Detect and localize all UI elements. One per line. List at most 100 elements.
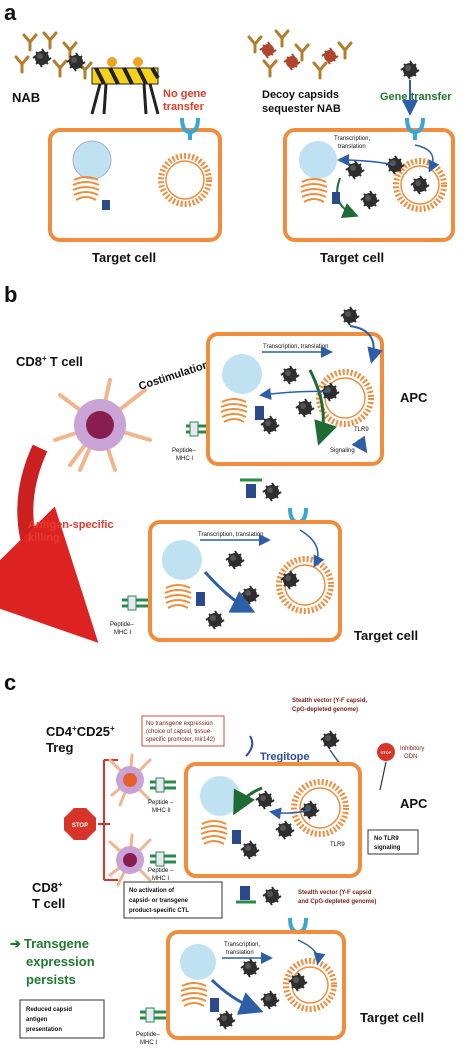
stealth-bottom-1: Stealth vector (Y-F capsid <box>298 890 372 896</box>
panel-c-letter: c <box>4 670 16 695</box>
panel-c: c CD4+CD25+ Treg No transgene expression… <box>4 670 428 1046</box>
mhc2-complex <box>150 777 176 793</box>
reduced-2: antigen <box>26 1017 48 1023</box>
peptide-mhc-target-b-2: MHC I <box>114 630 131 636</box>
apc-label: APC <box>400 390 428 405</box>
treg-cell-icon <box>108 753 152 807</box>
persists-line1: ➔Transgene <box>10 936 89 951</box>
endosome-right <box>393 158 447 212</box>
peptide-mhc2-2: MHC II <box>152 808 171 814</box>
killing-label-1: Antigen-specific <box>28 519 114 531</box>
peptide-mhc1-c-2: MHC I <box>152 876 169 882</box>
transfer-complex-c <box>236 886 282 906</box>
no-gene-transfer-line2: transfer <box>163 101 205 113</box>
nucleus-right <box>299 141 337 179</box>
tlr9-label-b: TLR9 <box>354 427 369 433</box>
peptide-mhc-apc-1: Peptide– <box>172 448 196 454</box>
peptide-mhc-target-c-2: MHC I <box>140 1040 157 1046</box>
treg-label-line2: Treg <box>46 740 74 755</box>
stealth-top-2: CpG-depleted genome) <box>292 707 358 713</box>
inhibitory-1: Inhibitory <box>400 746 424 752</box>
persists-line2: expression <box>26 954 95 969</box>
decoy-line2: sequester NAB <box>262 103 341 115</box>
target-cell-b-label: Target cell <box>354 628 418 643</box>
apc-nucleus-c <box>200 776 240 816</box>
peptide-mhc2-1: Peptide – <box>148 800 174 806</box>
no-activation-2: capsid- or transgene <box>129 898 189 904</box>
reduced-antigen-box <box>19 999 105 1039</box>
peptide-mhc-target-b-1: Peptide– <box>110 622 134 628</box>
stop-sign-top: STOP <box>377 743 395 761</box>
panel-b: b CD8+T cell Costimulation Antigen-speci… <box>0 282 428 643</box>
no-tlr9-2: signaling <box>374 845 401 851</box>
transcription-a-1: Transcription, <box>334 136 370 142</box>
panel-b-letter: b <box>4 282 17 307</box>
target-nucleus-c <box>180 944 216 980</box>
capsid-free-right <box>400 60 420 80</box>
no-expression-2: (choice of capsid, tissue- <box>146 729 212 735</box>
mhc-complex-target-b <box>122 595 148 611</box>
no-expression-box <box>141 715 225 747</box>
no-activation-1: No activation of <box>129 888 175 894</box>
cd8-t-cell-icon <box>53 378 152 472</box>
signaling-label: Signaling <box>330 448 355 454</box>
apc-nucleus <box>222 354 262 394</box>
reduced-1: Reduced capsid <box>26 1007 72 1013</box>
apc-label-c: APC <box>400 796 428 811</box>
peptide-mhc-apc-2: MHC I <box>176 456 193 462</box>
target-cell-right-label: Target cell <box>320 250 384 265</box>
proteasome-icon-left <box>102 200 110 210</box>
transcription-b-bottom: Transcription, translation <box>198 532 263 538</box>
transcription-c-2: translation <box>226 950 254 956</box>
peptide-mhc1-c-1: Peptide – <box>148 868 174 874</box>
no-expression-3: specific promoter, mir142) <box>146 737 215 743</box>
killing-arrow <box>0 444 99 643</box>
cd8-cell-icon-c <box>108 833 152 887</box>
nab-antibodies-left <box>14 31 93 80</box>
endosome-left <box>158 153 212 207</box>
transcription-a-2: translation <box>338 144 366 150</box>
target-nucleus-b <box>162 540 202 580</box>
costimulation-label: Costimulation <box>137 359 211 393</box>
svg-text:STOP: STOP <box>72 823 88 829</box>
no-gene-transfer-line1: No gene <box>163 88 206 100</box>
mhc1-complex-c <box>150 851 176 867</box>
t-cell-label-c: T cell <box>32 896 65 911</box>
mhc-complex-apc <box>186 421 206 437</box>
decoy-antibodies <box>247 29 353 80</box>
no-tlr9-1: No TLR9 <box>374 836 399 842</box>
transfer-complex <box>240 478 282 502</box>
gene-transfer-label: Gene transfer <box>380 91 452 103</box>
decoy-line1: Decoy capsids <box>262 89 339 101</box>
cd8-label-c: CD8+ <box>32 880 63 895</box>
inhibitory-2: ODN <box>404 754 417 760</box>
target-cell-c-label: Target cell <box>360 1010 424 1025</box>
no-activation-box <box>123 881 223 919</box>
no-tlr9-box <box>367 829 419 855</box>
svg-text:STOP: STOP <box>381 750 392 755</box>
reduced-3: presentation <box>26 1027 62 1033</box>
stealth-top-1: Stealth vector (Y-F capsid, <box>292 698 367 704</box>
no-expression-1: No transgene expression <box>146 721 213 727</box>
transcription-c-1: Transcription, <box>224 942 260 948</box>
panel-a: a NAB No gene transfer Target cell <box>4 0 455 265</box>
stealth-bottom-2: and CpG-depleted genome) <box>298 899 376 905</box>
cd8-label: CD8+T cell <box>16 354 83 369</box>
no-activation-3: product-specific CTL <box>129 908 189 914</box>
nucleus-left <box>72 140 112 180</box>
treg-label-line1: CD4+CD25+ <box>46 724 115 739</box>
tlr9-label-c: TLR9 <box>330 842 345 848</box>
target-cell-left-label: Target cell <box>92 250 156 265</box>
transcription-b-top: Transcription, translation <box>263 344 328 350</box>
killing-label-2: killing <box>28 532 60 544</box>
barrier-icon <box>90 57 160 115</box>
mhc-complex-target-c <box>140 1007 166 1023</box>
nab-label: NAB <box>12 90 40 105</box>
peptide-mhc-target-c-1: Peptide– <box>136 1032 160 1038</box>
tregitope-label: Tregitope <box>260 751 310 763</box>
persists-line3: persists <box>26 972 76 987</box>
stop-sign-left: STOP <box>64 808 96 840</box>
apc-endosome-c <box>291 779 349 837</box>
panel-a-letter: a <box>4 0 17 25</box>
